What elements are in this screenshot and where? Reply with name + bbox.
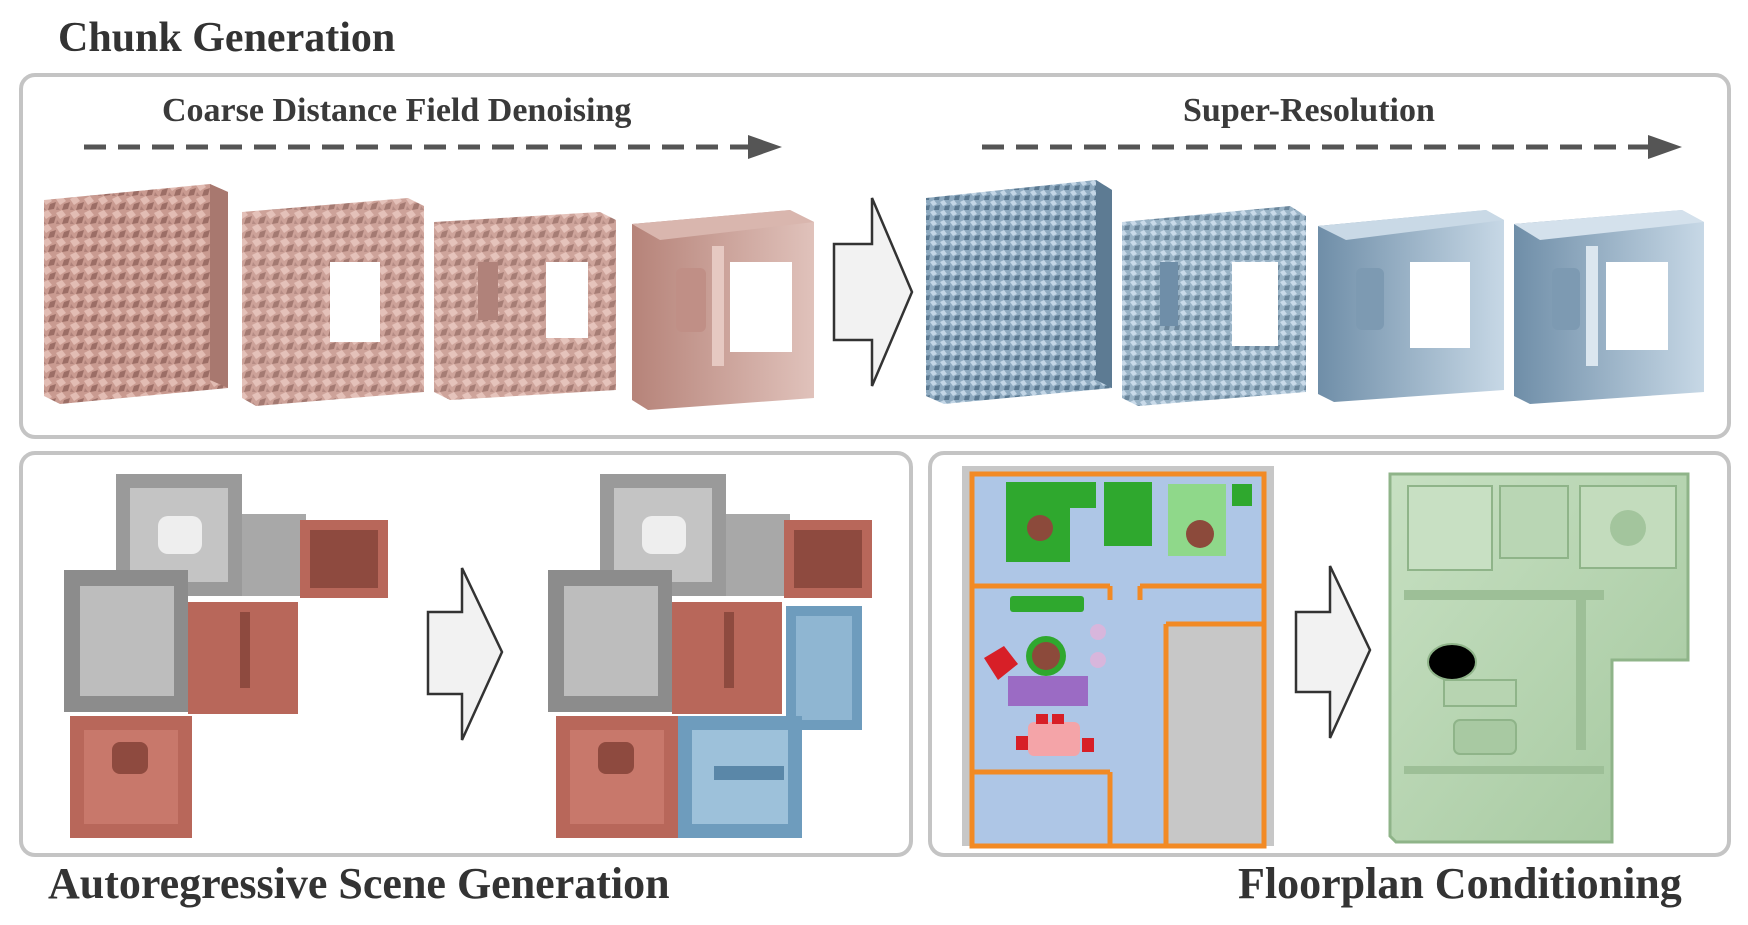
super-resolution-label: Super-Resolution xyxy=(1183,92,1435,129)
transition-arrow-top xyxy=(832,197,914,387)
coarse-chunk-step2 xyxy=(242,198,424,406)
scene-partial xyxy=(64,474,388,838)
floorplan-generated-mesh xyxy=(1388,472,1690,844)
coarse-denoising-label: Coarse Distance Field Denoising xyxy=(162,92,632,129)
floorplan-map xyxy=(962,466,1274,849)
chunk-generation-title: Chunk Generation xyxy=(58,15,396,61)
fine-chunk-step3 xyxy=(1318,210,1504,402)
coarse-chunk-clean xyxy=(632,210,814,410)
floorplan-title: Floorplan Conditioning xyxy=(1238,859,1682,908)
superres-dashed-arrow xyxy=(982,135,1682,159)
fine-chunk-clean xyxy=(1514,210,1704,404)
autoregressive-title: Autoregressive Scene Generation xyxy=(48,859,670,908)
fine-chunk-step2 xyxy=(1122,206,1306,406)
coarse-chunk-noisy xyxy=(44,184,228,404)
transition-arrow-bottom-left xyxy=(426,567,504,741)
coarse-chunk-step3 xyxy=(434,212,616,400)
fine-chunk-noisy xyxy=(926,180,1112,404)
transition-arrow-bottom-right xyxy=(1294,565,1372,739)
coarse-dashed-arrow xyxy=(84,135,782,159)
scene-extended xyxy=(548,474,872,838)
